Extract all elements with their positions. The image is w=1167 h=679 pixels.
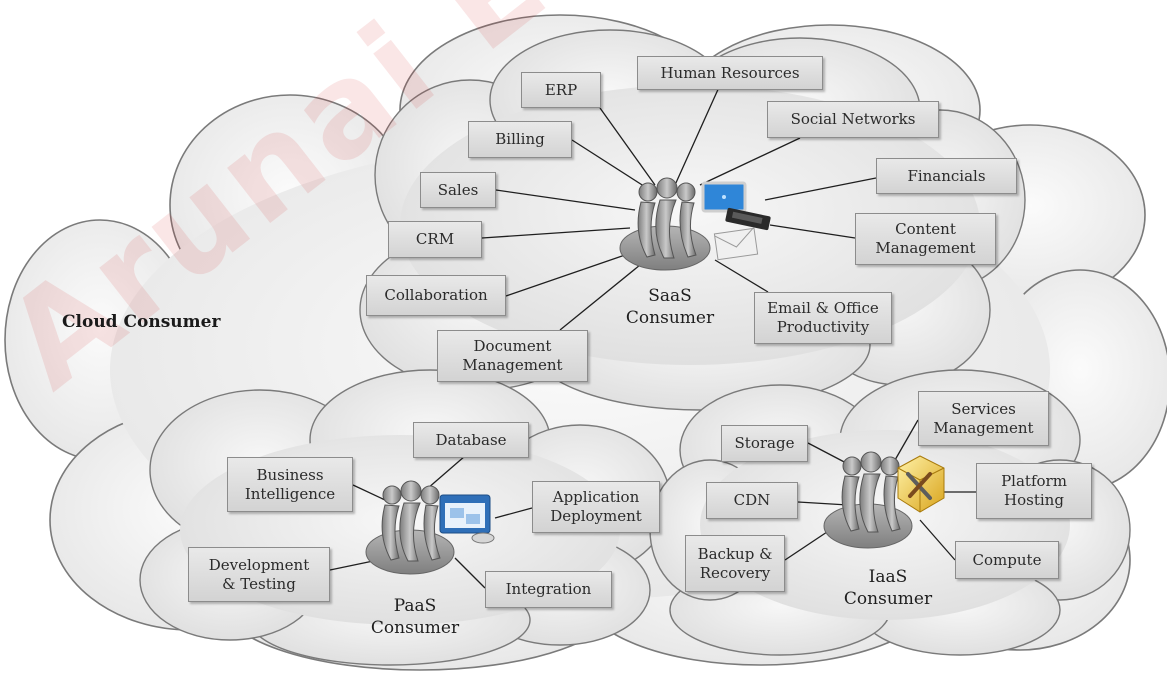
paas-consumer-label: PaaS Consumer: [370, 596, 460, 638]
service-box-backup-recovery: Backup & Recovery: [685, 535, 785, 592]
service-box-billing: Billing: [468, 121, 572, 158]
service-box-social-networks: Social Networks: [767, 101, 939, 138]
service-box-business-intelligence: Business Intelligence: [227, 457, 353, 512]
application-window-icon: [439, 494, 495, 544]
laptop-icon: [701, 181, 747, 213]
iaas-consumer-figure: [823, 451, 913, 549]
service-box-erp: ERP: [521, 72, 601, 108]
service-box-sales: Sales: [420, 172, 496, 208]
service-box-content-management: Content Management: [855, 213, 996, 265]
cloud-consumer-title: Cloud Consumer: [62, 312, 221, 332]
phone-icon: [725, 207, 771, 231]
saas-connectors: [481, 84, 877, 331]
service-box-database: Database: [413, 422, 529, 458]
iaas-consumer-label: IaaS Consumer: [843, 567, 933, 609]
service-box-services-management: Services Management: [918, 391, 1049, 446]
service-box-crm: CRM: [388, 221, 482, 258]
service-box-financials: Financials: [876, 158, 1017, 194]
service-box-application-deployment: Application Deployment: [532, 481, 660, 533]
saas-consumer-label: SaaS Consumer: [625, 286, 715, 328]
service-box-human-resources: Human Resources: [637, 56, 823, 90]
service-box-cdn: CDN: [706, 482, 798, 519]
service-box-storage: Storage: [721, 425, 808, 462]
service-box-integration: Integration: [485, 571, 612, 608]
service-box-document-management: Document Management: [437, 330, 588, 382]
iaas-connectors: [784, 419, 976, 561]
service-box-development-testing: Development & Testing: [188, 547, 330, 602]
paas-consumer-figure: [365, 480, 455, 575]
envelope-icon: [713, 227, 759, 261]
tools-box-icon: [897, 455, 945, 513]
service-box-compute: Compute: [955, 541, 1059, 579]
service-box-email-office-productivity: Email & Office Productivity: [754, 292, 892, 344]
saas-consumer-figure: [619, 177, 711, 271]
service-box-collaboration: Collaboration: [366, 275, 506, 316]
service-box-platform-hosting: Platform Hosting: [976, 463, 1092, 519]
